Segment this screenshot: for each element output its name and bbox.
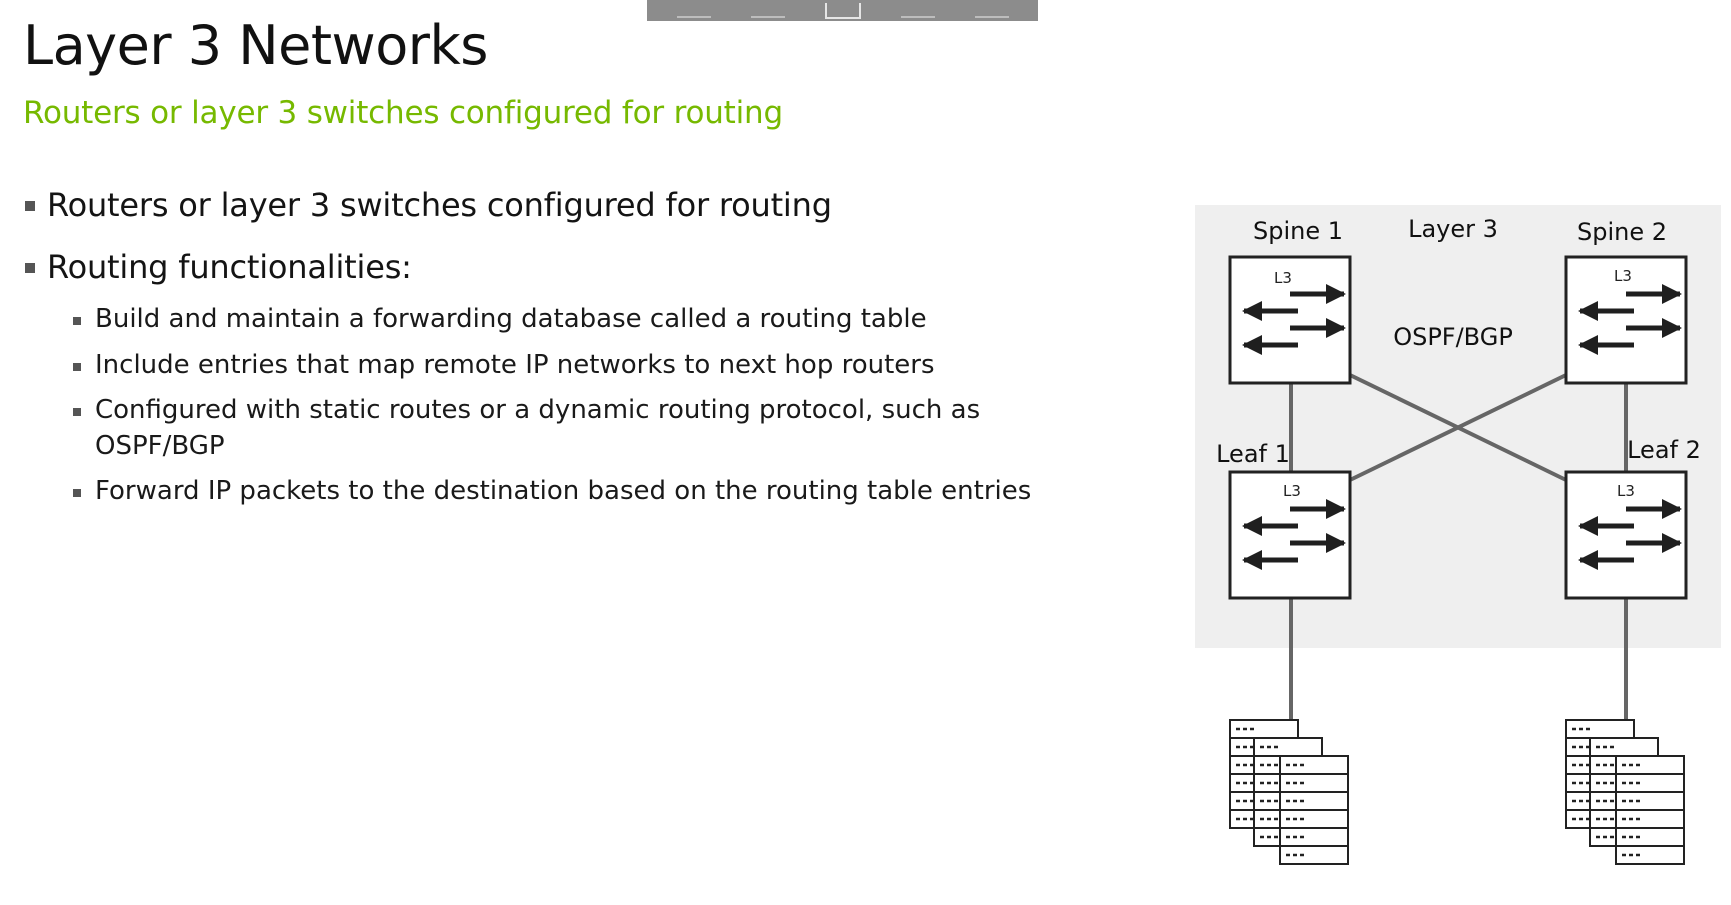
links — [1289, 373, 1628, 720]
leaf1-label: Leaf 1 — [1216, 440, 1290, 468]
spine1-switch: L3 — [1228, 255, 1352, 385]
server-rack-icon — [1614, 754, 1686, 866]
presentation-toolbar — [647, 0, 1038, 21]
leaf1-switch: L3 — [1228, 470, 1352, 600]
bullet-text: Routing functionalities: — [47, 248, 412, 287]
toolbar-button[interactable] — [974, 4, 1009, 18]
server-rack-icon — [1278, 754, 1350, 866]
sub-bullet-item: Configured with static routes or a dynam… — [50, 393, 1080, 464]
switch-badge: L3 — [1617, 482, 1635, 500]
sub-bullet-item: Include entries that map remote IP netwo… — [50, 348, 1080, 384]
bullet-marker — [25, 263, 35, 274]
link-spine2-leaf1 — [1349, 373, 1567, 482]
bullet-list: Routers or layer 3 switches configured f… — [23, 186, 832, 311]
toolbar-button[interactable] — [900, 4, 935, 18]
sub-bullet-text: Build and maintain a forwarding database… — [95, 304, 927, 334]
toolbar-toggle-icon[interactable] — [824, 2, 861, 19]
bullet-marker — [73, 317, 81, 325]
bullet-item: Routing functionalities: — [23, 248, 832, 286]
sub-bullet-text: Include entries that map remote IP netwo… — [95, 349, 935, 380]
switch-badge: L3 — [1614, 267, 1632, 285]
bullet-marker — [73, 489, 81, 498]
protocol-label: OSPF/BGP — [1393, 323, 1513, 351]
server-rack-group-right — [1564, 718, 1686, 866]
bullet-marker — [73, 408, 81, 417]
spine2-switch: L3 — [1564, 255, 1688, 385]
leaf2-label: Leaf 2 — [1627, 436, 1701, 464]
sub-bullet-item: Forward IP packets to the destination ba… — [50, 474, 1080, 510]
bullet-text: Routers or layer 3 switches configured f… — [47, 186, 832, 224]
toolbar-button[interactable] — [750, 4, 785, 18]
spine1-label: Spine 1 — [1253, 217, 1343, 245]
leaf2-switch: L3 — [1564, 470, 1688, 600]
server-rack-group-left — [1228, 718, 1350, 866]
sub-bullet-text: Configured with static routes or a dynam… — [95, 395, 981, 461]
bullet-marker — [73, 362, 81, 371]
sub-bullet-item: Build and maintain a forwarding database… — [50, 302, 1080, 338]
sub-bullet-list: Build and maintain a forwarding database… — [50, 302, 1080, 520]
sub-bullet-text: Forward IP packets to the destination ba… — [95, 476, 1032, 507]
slide-subtitle: Routers or layer 3 switches configured f… — [23, 95, 783, 131]
layer-label: Layer 3 — [1408, 215, 1498, 243]
network-diagram: L3 L3 L3 L3 Spine 1 Layer 3 Spine 2 OSPF… — [1195, 205, 1721, 866]
bullet-marker — [25, 201, 35, 211]
switch-badge: L3 — [1274, 269, 1292, 287]
toolbar-button[interactable] — [676, 4, 711, 18]
spine2-label: Spine 2 — [1577, 218, 1667, 246]
bullet-item: Routers or layer 3 switches configured f… — [23, 186, 832, 224]
switch-badge: L3 — [1283, 482, 1301, 500]
slide-title: Layer 3 Networks — [23, 14, 488, 77]
